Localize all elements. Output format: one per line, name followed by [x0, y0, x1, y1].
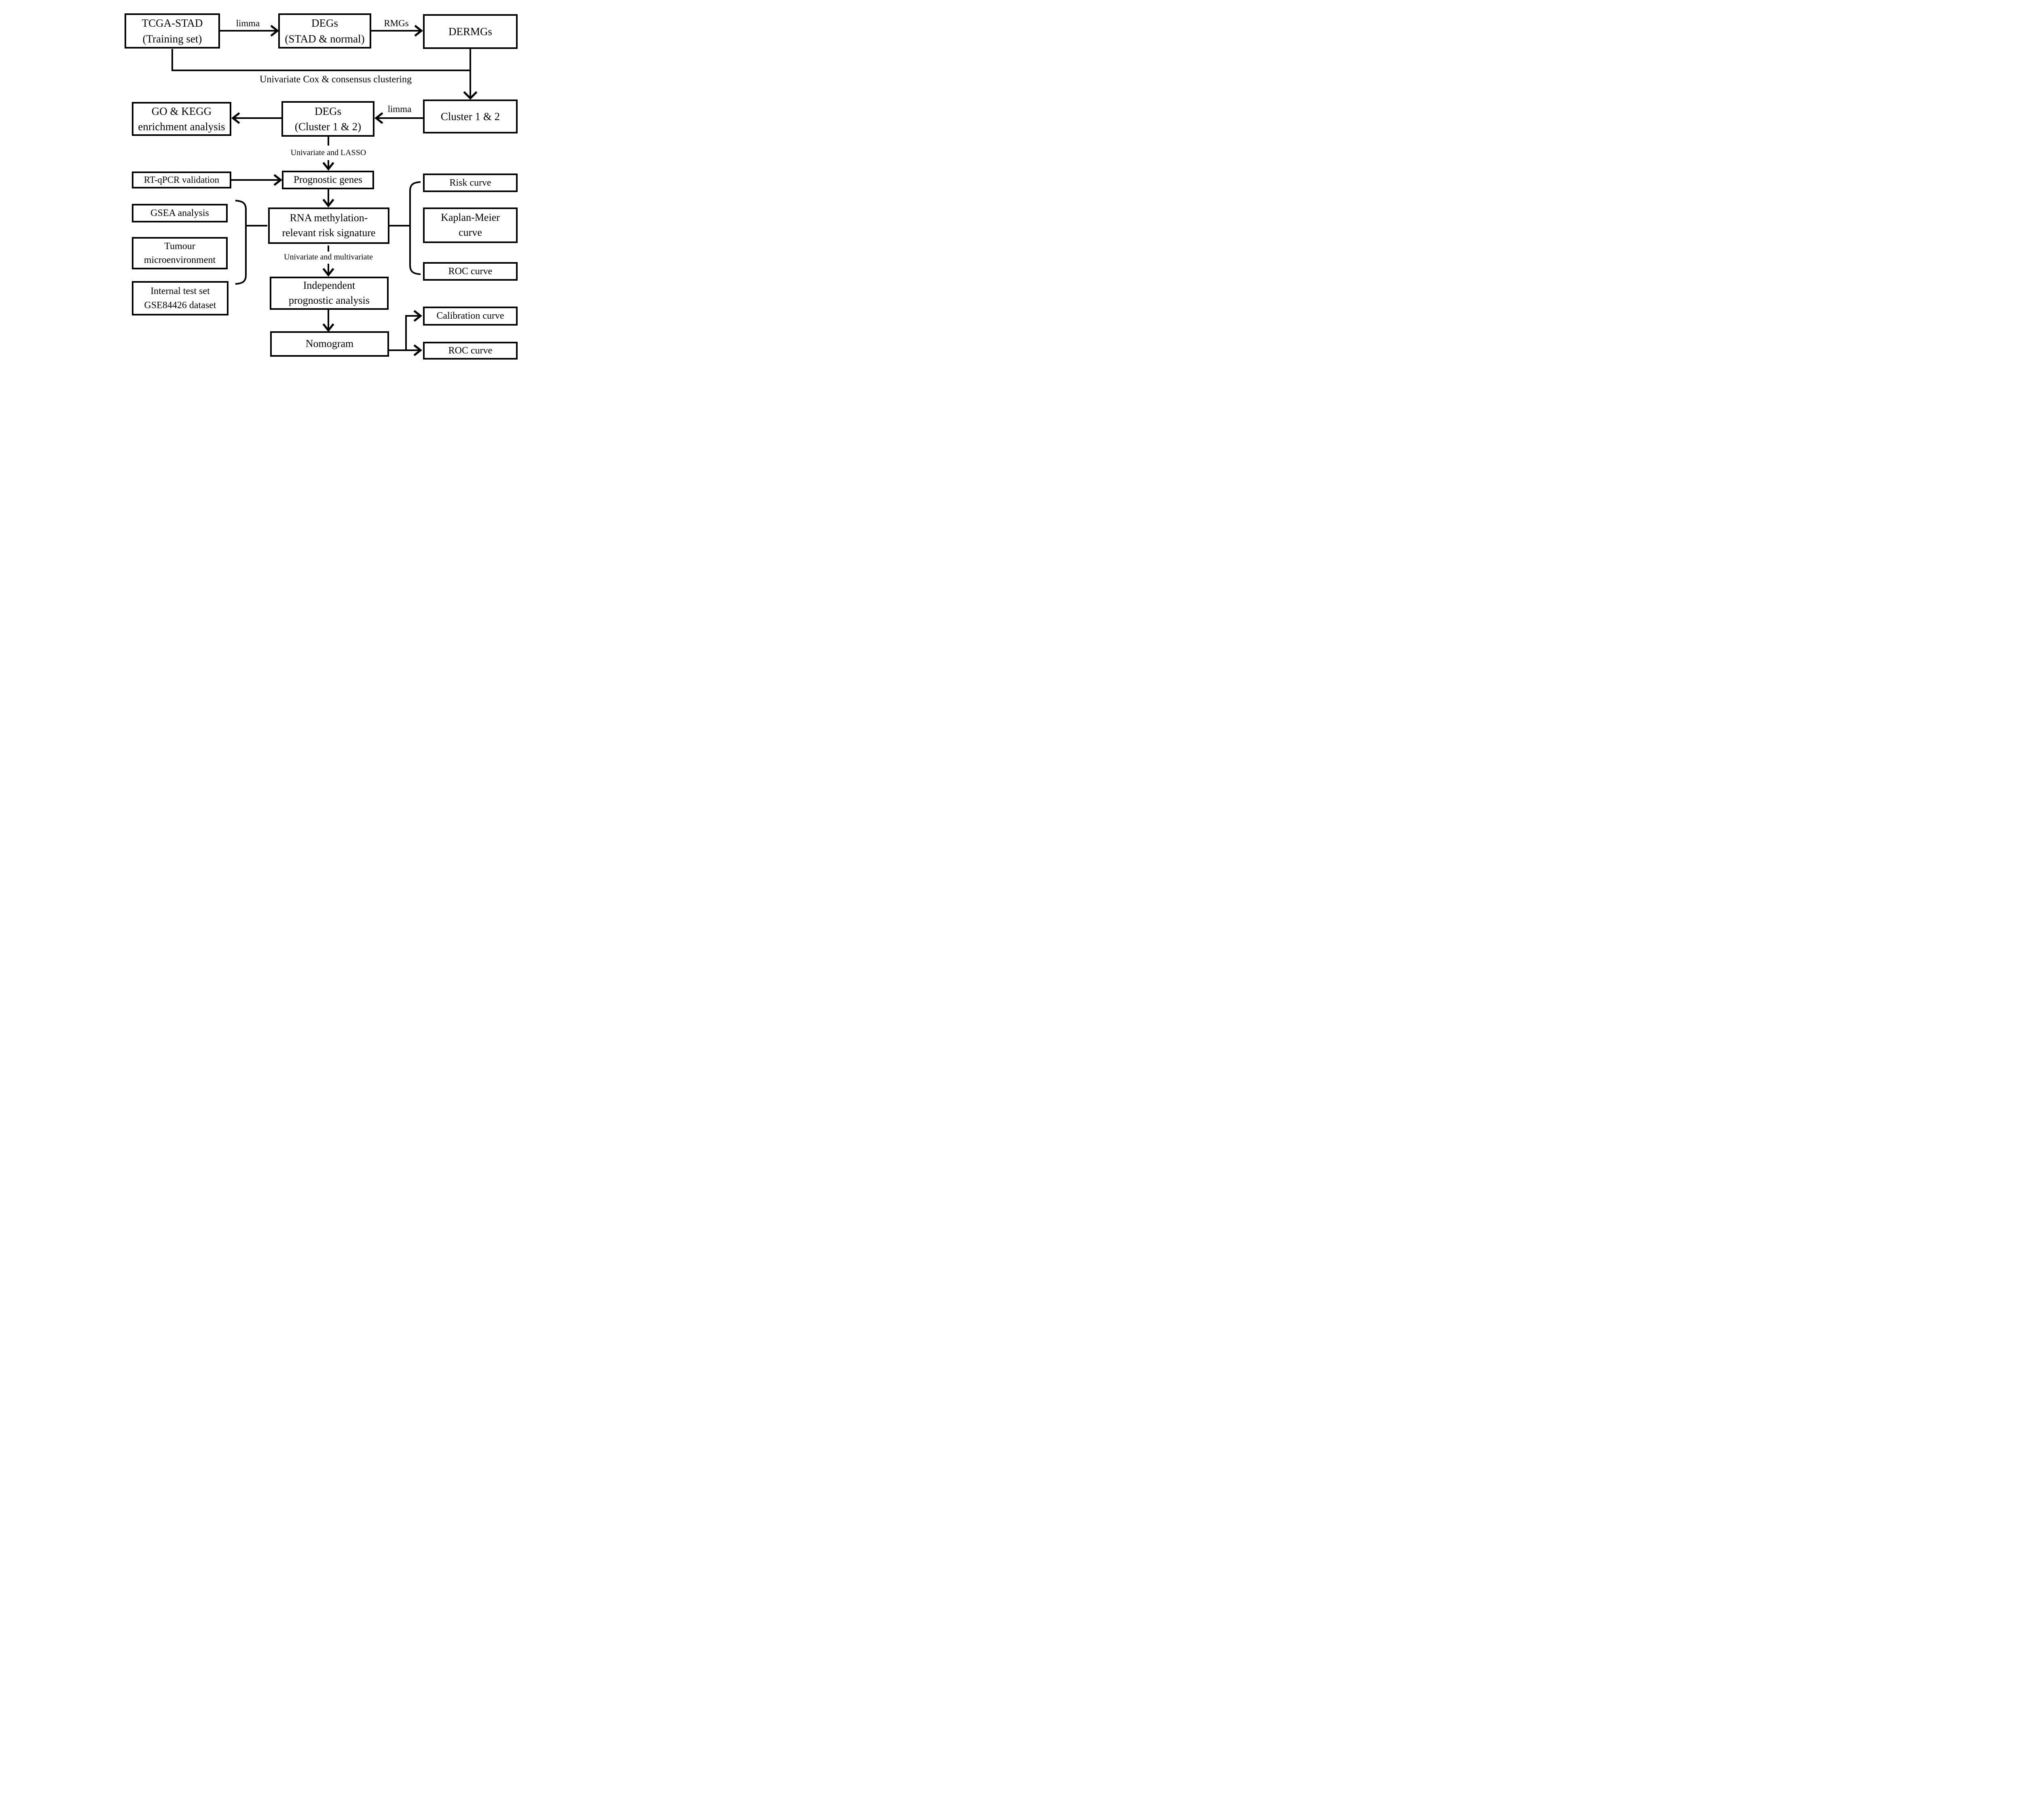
node-nomogram-label: Nomogram: [305, 338, 354, 350]
node-roc-curve-bottom-label: ROC curve: [448, 345, 493, 356]
node-degs-cluster-line2: (Cluster 1 & 2): [294, 121, 362, 133]
node-dermgs: DERMGs: [423, 14, 518, 49]
edge-label-univariate-cox: Univariate Cox & consensus clustering: [260, 74, 412, 85]
node-tcga-stad: TCGA-STAD (Training set): [125, 13, 220, 49]
node-prognostic-genes: Prognostic genes: [282, 171, 374, 189]
node-calibration-curve: Calibration curve: [423, 307, 518, 326]
node-go-kegg-line1: GO & KEGG: [151, 105, 212, 117]
junction-nomogram-lines: [389, 315, 419, 351]
arrow-tcga-to-degs-head: [270, 25, 279, 37]
node-rna-risk-signature-line2: relevant risk signature: [282, 227, 376, 239]
arrow-to-independent-head: [322, 268, 334, 277]
node-internal-test-set: Internal test set GSE84426 dataset: [132, 281, 228, 315]
node-internal-test-set-line1: Internal test set: [150, 286, 210, 297]
elbow-tcga-dermgs-line: [171, 49, 471, 97]
edge-label-limma-1: limma: [236, 18, 260, 28]
node-calibration-curve-label: Calibration curve: [436, 311, 504, 322]
node-tumour-microenvironment-line1: Tumour: [164, 241, 195, 252]
node-degs-stad-normal-line1: DEGs: [311, 17, 338, 30]
node-degs-cluster: DEGs (Cluster 1 & 2): [281, 101, 374, 137]
arrow-cluster-to-degs2-head: [374, 112, 383, 124]
edge-label-rmgs: RMGs: [384, 18, 409, 28]
arrow-degs2-to-go-head: [231, 112, 240, 124]
arrow-prognostic-to-rna-head: [322, 199, 334, 208]
node-kaplan-meier-curve-line1: Kaplan-Meier: [441, 212, 500, 224]
bracket-right: [389, 181, 421, 275]
node-go-kegg-line2: enrichment analysis: [138, 121, 225, 133]
node-independent-prognostic-line1: Independent: [303, 279, 355, 292]
arrow-into-roc2-head: [413, 344, 423, 356]
node-go-kegg: GO & KEGG enrichment analysis: [132, 102, 231, 136]
edge-label-univariate-multivariate: Univariate and multivariate: [284, 252, 373, 262]
node-nomogram: Nomogram: [270, 331, 389, 357]
bracket-left: [235, 200, 267, 285]
node-cluster-1-2: Cluster 1 & 2: [423, 99, 518, 133]
node-roc-curve-label: ROC curve: [448, 266, 493, 277]
connector-layer: [171, 25, 478, 356]
flowchart-canvas: TCGA-STAD (Training set) DEGs (STAD & no…: [0, 0, 647, 364]
edge-label-limma-2: limma: [387, 104, 412, 114]
node-internal-test-set-line2: GSE84426 dataset: [144, 300, 216, 311]
node-independent-prognostic: Independent prognostic analysis: [270, 277, 389, 310]
node-rtqpcr-validation-label: RT-qPCR validation: [144, 174, 220, 185]
node-tumour-microenvironment: Tumour microenvironment: [132, 237, 228, 269]
arrow-into-cluster-head: [463, 91, 478, 100]
node-risk-curve-label: Risk curve: [449, 177, 491, 188]
arrow-independent-to-nomogram-head: [322, 323, 334, 332]
node-gsea-analysis: GSEA analysis: [132, 204, 228, 222]
node-tumour-microenvironment-line2: microenvironment: [144, 255, 216, 265]
node-cluster-1-2-label: Cluster 1 & 2: [440, 110, 500, 123]
node-gsea-analysis-label: GSEA analysis: [150, 207, 209, 218]
node-rtqpcr-validation: RT-qPCR validation: [132, 171, 231, 188]
node-tcga-stad-line2: (Training set): [142, 32, 202, 45]
arrow-degs-to-dermgs-head: [414, 25, 423, 37]
node-roc-curve-bottom: ROC curve: [423, 342, 518, 360]
node-kaplan-meier-curve: Kaplan-Meier curve: [423, 207, 518, 243]
arrow-rtqpcr-to-prognostic-head: [273, 174, 283, 186]
node-independent-prognostic-line2: prognostic analysis: [288, 294, 370, 306]
node-prognostic-genes-label: Prognostic genes: [293, 174, 363, 186]
node-rna-risk-signature: RNA methylation- relevant risk signature: [268, 207, 389, 244]
node-kaplan-meier-curve-line2: curve: [459, 226, 482, 238]
node-risk-curve: Risk curve: [423, 174, 518, 192]
node-tcga-stad-line1: TCGA-STAD: [142, 17, 203, 30]
arrow-to-prognostic-head: [322, 162, 334, 171]
node-degs-stad-normal: DEGs (STAD & normal): [278, 13, 371, 49]
edge-label-univariate-lasso: Univariate and LASSO: [290, 148, 366, 157]
node-degs-stad-normal-line2: (STAD & normal): [285, 32, 365, 45]
arrow-into-calibration-head: [413, 310, 423, 322]
node-rna-risk-signature-line1: RNA methylation-: [290, 212, 368, 224]
node-roc-curve: ROC curve: [423, 262, 518, 281]
node-degs-cluster-line1: DEGs: [315, 105, 341, 117]
node-dermgs-label: DERMGs: [448, 25, 492, 38]
